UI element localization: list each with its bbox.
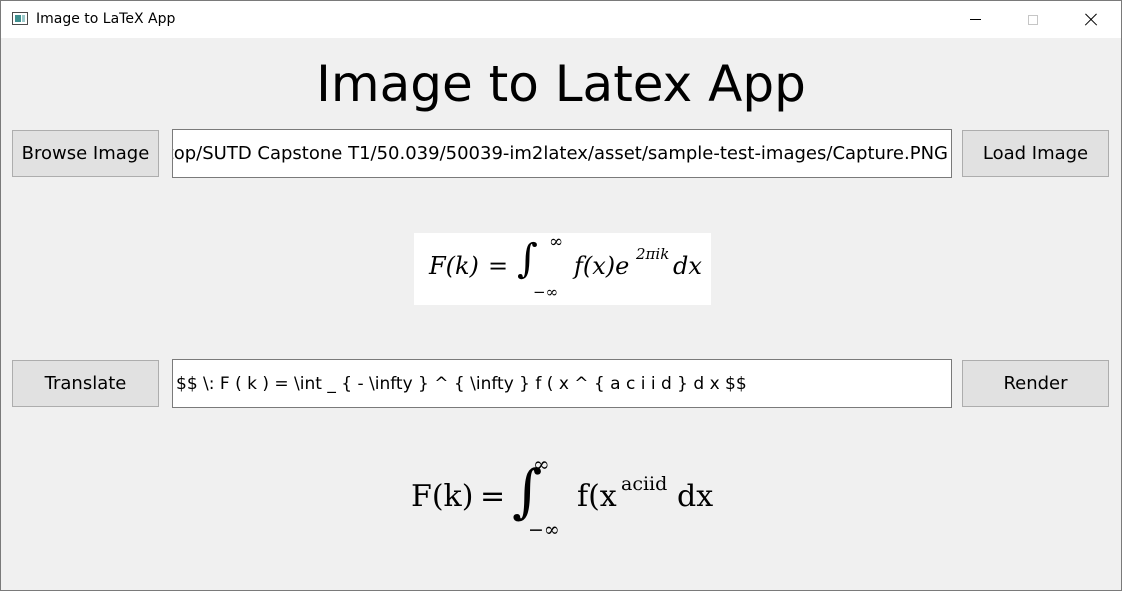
preview-exponent: 2πik xyxy=(636,245,670,263)
rendered-integral: ∫ xyxy=(512,457,543,525)
rendered-differential: dx xyxy=(677,479,714,514)
app-window-icon xyxy=(12,12,28,25)
load-image-button[interactable]: Load Image xyxy=(962,130,1109,177)
rendered-upper-limit: ∞ xyxy=(533,452,550,476)
window-title: Image to LaTeX App xyxy=(36,11,176,27)
rendered-equals: = xyxy=(480,479,506,514)
image-path-value: C:/Users/Desktop/SUTD Capstone T1/50.039… xyxy=(173,143,948,164)
preview-lhs: F(k) xyxy=(429,252,479,280)
latex-output-input[interactable]: $$ \: F ( k ) = \int _ { - \infty } ^ { … xyxy=(172,359,952,408)
title-bar: Image to LaTeX App xyxy=(1,1,1121,38)
rendered-integrand: f(x xyxy=(577,479,617,514)
image-path-input[interactable]: C:/Users/Desktop/SUTD Capstone T1/50.039… xyxy=(172,129,952,178)
rendered-lhs: F(k) xyxy=(411,479,474,514)
minimize-button[interactable] xyxy=(946,1,1004,38)
app-heading: Image to Latex App xyxy=(316,55,806,113)
latex-output-value: $$ \: F ( k ) = \int _ { - \infty } ^ { … xyxy=(176,373,747,394)
translate-button[interactable]: Translate xyxy=(12,360,159,407)
preview-differential: dx xyxy=(673,252,702,280)
rendered-lower-limit: −∞ xyxy=(528,519,560,541)
preview-lower-limit: −∞ xyxy=(533,283,559,301)
preview-integral: ∫ xyxy=(517,236,538,282)
rendered-equation: F(k) = ∫ ∞ −∞ f(x aciid dx xyxy=(406,451,726,546)
preview-integrand: f(x)e xyxy=(574,252,630,280)
browse-image-button[interactable]: Browse Image xyxy=(12,130,159,177)
preview-equals: = xyxy=(488,252,509,280)
maximize-button[interactable] xyxy=(1004,1,1062,38)
close-icon xyxy=(1084,13,1098,27)
rendered-exponent: aciid xyxy=(621,473,668,495)
close-button[interactable] xyxy=(1062,1,1120,38)
minimize-icon xyxy=(969,19,981,20)
render-button[interactable]: Render xyxy=(962,360,1109,407)
input-image-preview: F(k) = ∫ ∞ −∞ f(x)e 2πik dx xyxy=(414,232,711,305)
preview-upper-limit: ∞ xyxy=(549,232,564,252)
maximize-icon xyxy=(1028,14,1038,25)
